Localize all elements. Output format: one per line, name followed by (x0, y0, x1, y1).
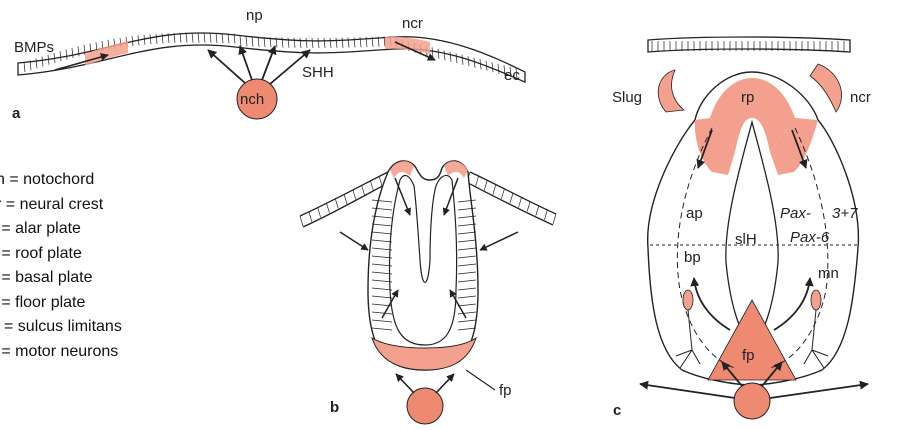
hatch-stroke (309, 212, 312, 222)
hatch-stroke (370, 181, 373, 191)
hatch-stroke (379, 176, 382, 186)
hatch-stroke (326, 203, 329, 213)
hatch-stroke (536, 206, 539, 216)
neural-crest-right (810, 64, 842, 112)
legend-item: o = basal plate (0, 266, 122, 291)
arrow-b-1 (340, 232, 368, 250)
hatch-stroke (476, 176, 479, 186)
panel-tag-c: c (613, 402, 621, 419)
label-bmps: BMPs (14, 39, 54, 56)
hatch-stroke (553, 214, 556, 224)
shh-arrow-2 (240, 46, 252, 80)
notochord-c (734, 383, 770, 419)
arrow-c-right (770, 384, 868, 398)
legend-item: ch = notochord (0, 168, 122, 193)
hatch-stroke (353, 190, 356, 200)
abbreviation-legend: ch = notochord cr = neural crest o = ala… (0, 168, 122, 364)
legend-item: o = alar plate (0, 217, 122, 242)
legend-item: o = roof plate (0, 242, 122, 267)
label-ap: ap (686, 205, 703, 222)
legend-item: o = floor plate (0, 291, 122, 316)
label-rp: rp (741, 89, 754, 106)
label-pax37-b: 3+7 (832, 205, 858, 222)
panel-a: np BMPs ncr SHH ec nch a (12, 7, 525, 122)
label-shh: SHH (302, 64, 334, 81)
panel-tag-a: a (12, 105, 21, 122)
label-np: np (246, 7, 263, 24)
arrow-b-2 (480, 232, 518, 250)
panel-c: Slug rp ncr ap Pax- 3+7 slH bp Pax-6 mn … (612, 37, 871, 419)
legend-item: cr = neural crest (0, 193, 122, 218)
label-pax37-a: Pax- (780, 205, 811, 222)
fp-pointer-b (466, 370, 495, 390)
shh-arrow-1 (208, 50, 245, 83)
label-fp-b: fp (499, 382, 512, 399)
label-slh: slH (735, 231, 757, 248)
bmp-zone-left (85, 41, 128, 66)
hatch-stroke (300, 216, 303, 226)
ectoderm-right-inner (468, 183, 553, 225)
hatch-stroke (484, 180, 487, 190)
arrow-b-7 (396, 374, 414, 393)
label-mn: mn (818, 265, 839, 282)
label-pax6: Pax-6 (790, 229, 830, 246)
hatch-stroke (527, 201, 530, 211)
legend-item: H = sulcus limitans (0, 315, 122, 340)
label-fp-c: fp (742, 347, 755, 364)
label-nch: nch (240, 91, 264, 108)
label-slug: Slug (612, 89, 642, 106)
label-ncr-a: ncr (402, 15, 423, 32)
hatch-stroke (519, 197, 522, 207)
hatch-stroke (493, 185, 496, 195)
hatch-stroke (335, 198, 338, 208)
hatch-stroke (318, 207, 321, 217)
hatch-stroke (510, 193, 513, 203)
label-ec: ec (504, 67, 520, 84)
label-bp: bp (684, 249, 701, 266)
hatch-stroke (501, 189, 504, 199)
panel-b: fp b (300, 161, 556, 424)
neural-crest-left (658, 70, 684, 112)
arrow-b-8 (436, 374, 454, 393)
hatch-stroke (344, 194, 347, 204)
label-ncr-c: ncr (850, 89, 871, 106)
hatch-stroke (544, 210, 547, 220)
legend-item: n = motor neurons (0, 340, 122, 365)
panel-tag-b: b (330, 399, 339, 416)
hatch-stroke (362, 185, 365, 195)
arrow-c-left (640, 384, 735, 398)
notochord-b (407, 388, 443, 424)
